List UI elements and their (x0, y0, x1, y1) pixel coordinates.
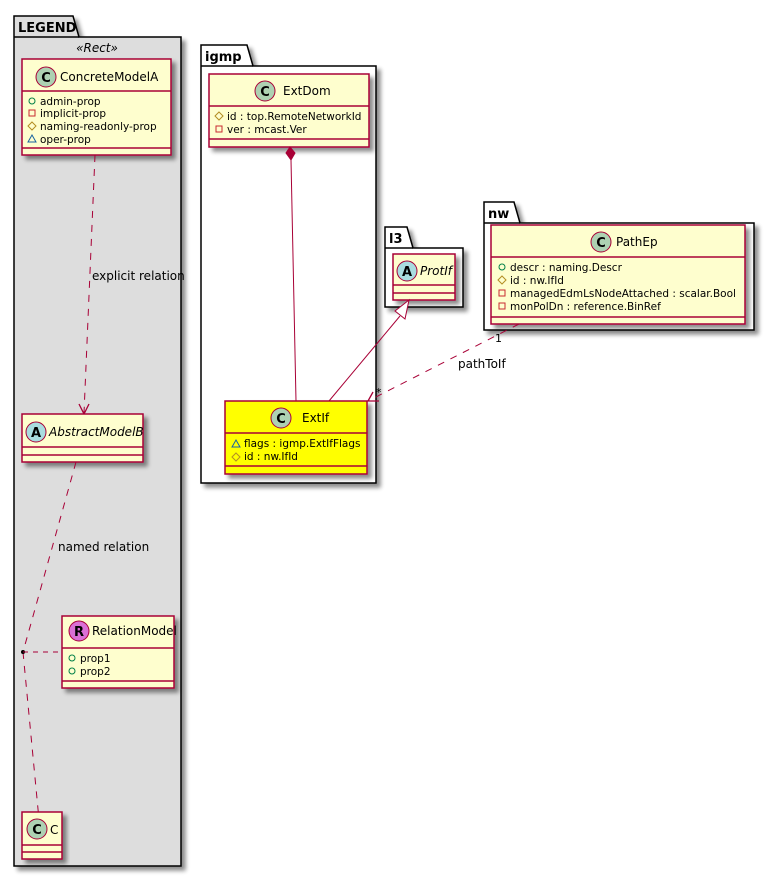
relation-label: pathToIf (458, 357, 506, 371)
class-name: AbstractModelB (48, 425, 144, 439)
relation-label: named relation (58, 540, 149, 554)
inheritance-arrow-icon (394, 298, 410, 320)
attribute: admin-prop (40, 96, 101, 108)
attribute: ver : mcast.Ver (227, 124, 307, 136)
class-name: RelationModel (92, 624, 177, 638)
package-nw-name: nw (488, 207, 509, 222)
class-kind-letter: C (32, 823, 42, 838)
class-kind-letter: A (31, 426, 41, 441)
protected-icon (497, 275, 507, 285)
relation-generalization[interactable] (328, 298, 410, 402)
attribute: id : nw.IfId (510, 275, 564, 287)
class-c-icon (26, 818, 48, 840)
class-name: ProtIf (420, 264, 454, 278)
class-c[interactable]: C C (21, 811, 63, 860)
class-prot-if[interactable]: A ProtIf (392, 253, 456, 301)
relation-path-to-if[interactable]: 1 * pathToIf (366, 323, 520, 402)
class-relation-model[interactable]: R RelationModel prop1 prop2 (61, 615, 177, 689)
relation-label: explicit relation (92, 269, 185, 283)
abstract-a-icon (25, 421, 47, 443)
class-name: ExtIf (302, 411, 330, 425)
attribute: id : top.RemoteNetworkId (227, 111, 361, 123)
package-icon (231, 438, 241, 448)
relation-explicit[interactable]: explicit relation (78, 154, 185, 416)
class-kind-letter: C (41, 71, 51, 86)
private-icon (215, 125, 223, 133)
class-name: ConcreteModelA (60, 70, 159, 84)
class-kind-letter: R (74, 625, 84, 640)
class-kind-letter: C (260, 85, 270, 100)
class-concrete-model-a[interactable]: C ConcreteModelA admin-prop implicit-pro… (21, 58, 172, 156)
class-c-icon (35, 66, 57, 88)
attribute: id : nw.IfId (244, 451, 298, 463)
attribute: prop1 (80, 653, 111, 665)
attribute: flags : igmp.ExtIfFlags (244, 438, 361, 450)
class-ext-if[interactable]: C ExtIf flags : igmp.ExtIfFlags id : nw.… (224, 400, 368, 475)
private-icon (28, 109, 36, 117)
composition-diamond-icon (285, 146, 296, 161)
class-abstract-model-b[interactable]: A AbstractModelB (21, 413, 144, 463)
private-icon (498, 289, 506, 297)
class-c-icon (270, 407, 292, 429)
attribute: monPolDn : reference.BinRef (510, 301, 661, 313)
class-ext-dom[interactable]: C ExtDom id : top.RemoteNetworkId ver : … (208, 73, 370, 148)
class-c-icon (254, 80, 276, 102)
attribute: descr : naming.Descr (510, 262, 623, 274)
attribute: prop2 (80, 666, 111, 678)
attribute: naming-readonly-prop (40, 121, 157, 133)
protected-icon (27, 121, 37, 131)
target-multiplicity: * (376, 386, 382, 399)
class-name: C (50, 823, 58, 837)
attribute: implicit-prop (40, 108, 106, 120)
public-icon (498, 263, 506, 271)
public-icon (68, 667, 76, 675)
source-multiplicity: 1 (495, 332, 502, 345)
protected-icon (231, 452, 241, 462)
relation-r-icon (68, 620, 90, 642)
legend-stereotype: «Rect» (76, 41, 118, 55)
public-icon (68, 654, 76, 662)
class-path-ep[interactable]: C PathEp descr : naming.Descr id : nw.If… (490, 224, 746, 325)
relation-composition[interactable] (285, 146, 297, 402)
package-igmp: igmp (200, 44, 377, 484)
attribute: managedEdmLsNodeAttached : scalar.Bool (510, 288, 736, 300)
attribute: oper-prop (40, 134, 91, 146)
relation-named[interactable]: named relation (21, 461, 149, 833)
package-icon (27, 133, 37, 143)
class-name: ExtDom (283, 84, 331, 98)
class-c-icon (590, 231, 612, 253)
class-kind-letter: C (596, 236, 606, 251)
private-icon (498, 302, 506, 310)
package-legend-name: LEGEND (18, 21, 77, 36)
public-icon (28, 97, 36, 105)
package-igmp-name: igmp (205, 50, 242, 65)
class-kind-letter: C (276, 412, 286, 427)
class-kind-letter: A (402, 265, 412, 280)
package-l3-name: l3 (389, 232, 403, 247)
protected-icon (214, 111, 224, 121)
abstract-a-icon (396, 260, 418, 282)
class-name: PathEp (616, 235, 658, 249)
